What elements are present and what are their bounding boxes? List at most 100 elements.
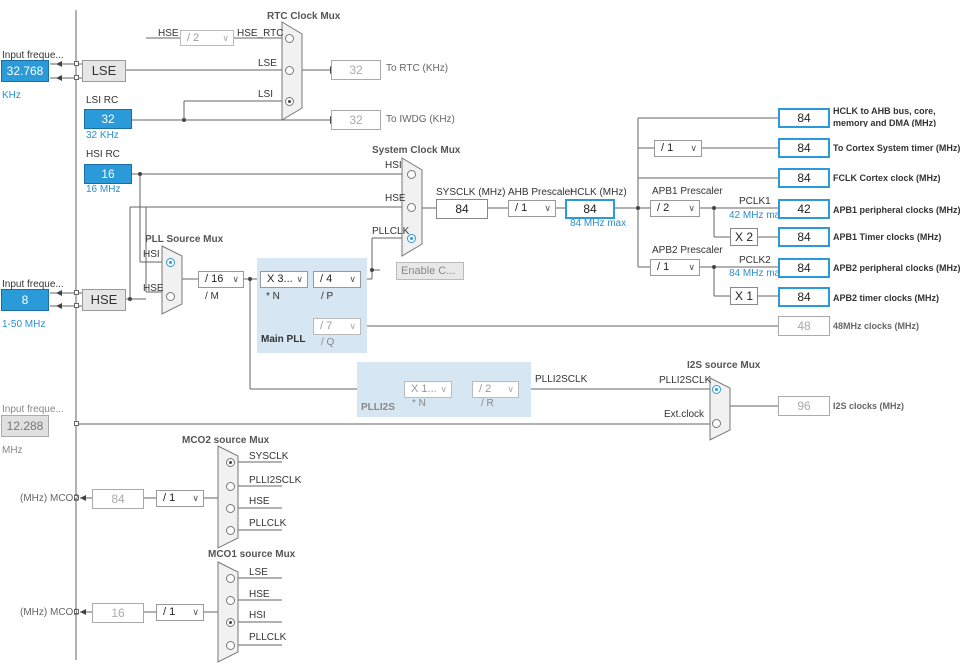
mco1-divider-select[interactable]: / 1∨: [156, 604, 204, 621]
pll-p-divider-select[interactable]: / 4∨: [313, 271, 361, 288]
i2s-mux-plli2s-radio[interactable]: [712, 385, 721, 394]
apb2-timer-output-value[interactable]: 84: [778, 287, 830, 307]
sysmux-hsi-radio[interactable]: [407, 170, 416, 179]
sysmux-hse-label: HSE: [385, 193, 406, 204]
plli2s-r-divider-select[interactable]: / 2∨: [472, 381, 519, 398]
i2s-ext-pin: [74, 421, 79, 426]
plli2s-title: PLLI2S: [361, 402, 395, 413]
cortex-timer-divider-value: / 1: [661, 142, 674, 154]
clk48-output-value[interactable]: 48: [778, 316, 830, 336]
plli2s-n-value: X 1...: [411, 383, 437, 395]
rtc-mux-lse-radio[interactable]: [285, 66, 294, 75]
rtc-mux-title: RTC Clock Mux: [267, 11, 341, 22]
plli2s-n-label: * N: [412, 398, 426, 409]
chevron-down-icon: ∨: [688, 262, 695, 272]
rtc-hse-divider-select[interactable]: / 2 ∨: [180, 30, 234, 46]
mco1-source-mux-title: MCO1 source Mux: [208, 549, 296, 560]
mco1-divider-value: / 1: [163, 606, 176, 618]
mco1-pllclk-radio[interactable]: [226, 641, 235, 650]
i2s-output-value[interactable]: 96: [778, 396, 830, 416]
pll-n-value: X 3...: [267, 273, 293, 285]
apb2-prescaler-select[interactable]: / 1 ∨: [650, 259, 700, 276]
hsi-value-box: 16: [84, 164, 132, 184]
mco2-plli2sclk-radio[interactable]: [226, 482, 235, 491]
lse-unit: KHz: [2, 90, 21, 101]
i2s-source-mux-title: I2S source Mux: [687, 360, 761, 371]
apb1-peripheral-output-value[interactable]: 42: [778, 199, 830, 219]
ahb-prescaler-select[interactable]: / 1∨: [508, 200, 556, 217]
sysmux-hsi-label: HSI: [385, 160, 402, 171]
sysmux-hse-radio[interactable]: [407, 203, 416, 212]
sysmux-pllclk-label: PLLCLK: [372, 226, 410, 237]
chevron-down-icon: ∨: [232, 274, 239, 284]
mco2-pin: [74, 495, 79, 500]
mco1-hse-radio[interactable]: [226, 596, 235, 605]
lsi-value-box: 32: [84, 109, 132, 129]
mco2-divider-select[interactable]: / 1∨: [156, 490, 204, 507]
mco2-hse-radio[interactable]: [226, 504, 235, 513]
hse-frequency-input[interactable]: 8: [1, 289, 49, 311]
pll-q-divider-select[interactable]: / 7∨: [313, 318, 361, 335]
hse-source-box: HSE: [82, 289, 126, 311]
fclk-output-label: FCLK Cortex clock (MHz): [833, 173, 941, 183]
pll-q-label: / Q: [321, 337, 335, 348]
i2s-output-label: I2S clocks (MHz): [833, 401, 905, 411]
rtc-mux-hse-radio[interactable]: [285, 34, 294, 43]
mco1-output-label: (MHz) MCO1: [20, 607, 79, 618]
mco1-hsi-radio[interactable]: [226, 618, 235, 627]
i2s-mux-plli2sclk-label: PLLI2SCLK: [659, 375, 712, 386]
fclk-output-value[interactable]: 84: [778, 168, 830, 188]
mco2-opt-pllclk: PLLCLK: [249, 518, 287, 529]
chevron-down-icon: ∨: [349, 321, 356, 331]
clk48-output-label: 48MHz clocks (MHz): [833, 321, 920, 331]
cortex-timer-output-label: To Cortex System timer (MHz): [833, 143, 961, 153]
hclk-output-value[interactable]: 84: [778, 108, 830, 128]
mco1-opt-pllclk: PLLCLK: [249, 632, 287, 643]
chevron-down-icon: ∨: [690, 143, 697, 153]
pll-m-divider-select[interactable]: / 16∨: [198, 271, 244, 288]
apb1-timer-multiplier: X 2: [730, 228, 758, 246]
mco2-output-value: 84: [92, 489, 144, 509]
chevron-down-icon: ∨: [192, 493, 199, 503]
mco1-opt-hsi: HSI: [249, 610, 266, 621]
sysclk-value[interactable]: 84: [436, 199, 488, 219]
cortex-timer-divider-select[interactable]: / 1 ∨: [654, 140, 702, 157]
mco2-sysclk-radio[interactable]: [226, 458, 235, 467]
chevron-down-icon: ∨: [507, 384, 514, 394]
rtc-hse-divider-value: / 2: [187, 32, 200, 44]
apb2-timer-multiplier: X 1: [730, 287, 758, 305]
chevron-down-icon: ∨: [222, 33, 229, 43]
hclk-output-label: HCLK to AHB bus, core, memory and DMA (M…: [833, 106, 937, 127]
pclk1-max: 42 MHz max: [729, 210, 786, 221]
pll-mux-hse-radio[interactable]: [166, 292, 175, 301]
plli2s-n-multiplier-select[interactable]: X 1...∨: [404, 381, 452, 398]
mco2-source-mux-title: MCO2 source Mux: [182, 435, 270, 446]
i2s-mux-ext-radio[interactable]: [712, 419, 721, 428]
enable-css-button[interactable]: Enable C...: [396, 262, 464, 280]
chevron-down-icon: ∨: [296, 274, 303, 284]
rtc-mux-lsi-radio[interactable]: [285, 97, 294, 106]
hse-pin: [74, 290, 79, 295]
hse-pin-2: [74, 303, 79, 308]
chevron-down-icon: ∨: [544, 203, 551, 213]
pll-p-label: / P: [321, 291, 334, 302]
apb2-peripheral-output-value[interactable]: 84: [778, 258, 830, 278]
pll-n-multiplier-select[interactable]: X 3...∨: [260, 271, 308, 288]
i2s-ext-frequency-input[interactable]: 12.288: [1, 415, 49, 437]
rtc-output-label: To RTC (KHz): [386, 63, 449, 74]
mco1-lse-radio[interactable]: [226, 574, 235, 583]
mco2-pllclk-radio[interactable]: [226, 526, 235, 535]
mco2-opt-plli2sclk: PLLI2SCLK: [249, 475, 302, 486]
iwdg-output-value: 32: [331, 110, 381, 130]
apb2-prescaler-value: / 1: [657, 261, 670, 273]
sysmux-pllclk-radio[interactable]: [407, 234, 416, 243]
apb1-timer-output-value[interactable]: 84: [778, 227, 830, 247]
pll-mux-hsi-radio[interactable]: [166, 258, 175, 267]
apb1-prescaler-select[interactable]: / 2∨: [650, 200, 700, 217]
hclk-value-input[interactable]: 84: [565, 199, 615, 219]
cortex-timer-output-value[interactable]: 84: [778, 138, 830, 158]
rtc-hse-label: HSE: [158, 28, 179, 39]
plli2sclk-label: PLLI2SCLK: [535, 374, 588, 385]
lse-frequency-input[interactable]: 32.768: [1, 60, 49, 82]
lse-input-label: Input freque...: [2, 50, 64, 61]
